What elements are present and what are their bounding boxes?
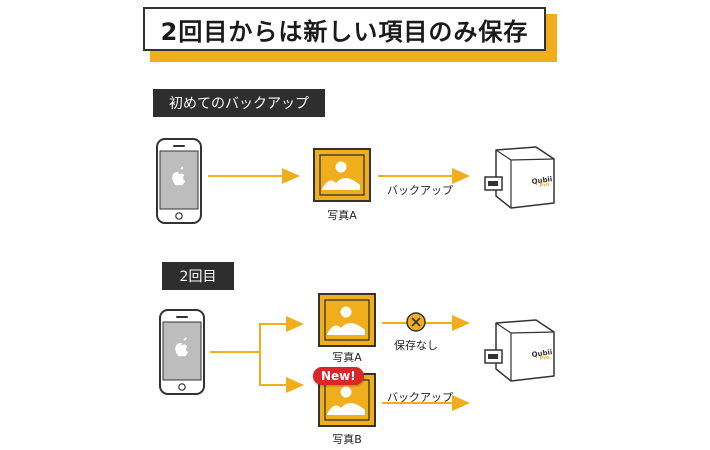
branch-arrow-to-photo-a bbox=[210, 316, 304, 353]
branch-arrow-to-photo-b bbox=[259, 352, 304, 393]
photo-a-caption: 写真A bbox=[332, 351, 362, 364]
photo-b-caption: 写真B bbox=[332, 433, 362, 446]
page-title: 2回目からは新しい項目のみ保存 bbox=[143, 7, 546, 51]
phone-icon bbox=[156, 138, 202, 224]
photo-a-caption: 写真A bbox=[327, 209, 357, 222]
photo-icon bbox=[318, 293, 376, 347]
x-circle-icon bbox=[406, 312, 426, 332]
qubii-device-icon bbox=[484, 319, 555, 382]
phone-icon bbox=[159, 309, 205, 395]
backup-label: バックアップ bbox=[387, 391, 453, 404]
photo-icon bbox=[313, 148, 371, 202]
backup-label: バックアップ bbox=[387, 184, 453, 197]
qubii-device-icon bbox=[484, 146, 555, 209]
section1-label: 初めてのバックアップ bbox=[153, 89, 325, 117]
new-badge: New! bbox=[313, 367, 364, 385]
section2-label: 2回目 bbox=[162, 262, 234, 290]
no-save-label: 保存なし bbox=[394, 339, 438, 352]
